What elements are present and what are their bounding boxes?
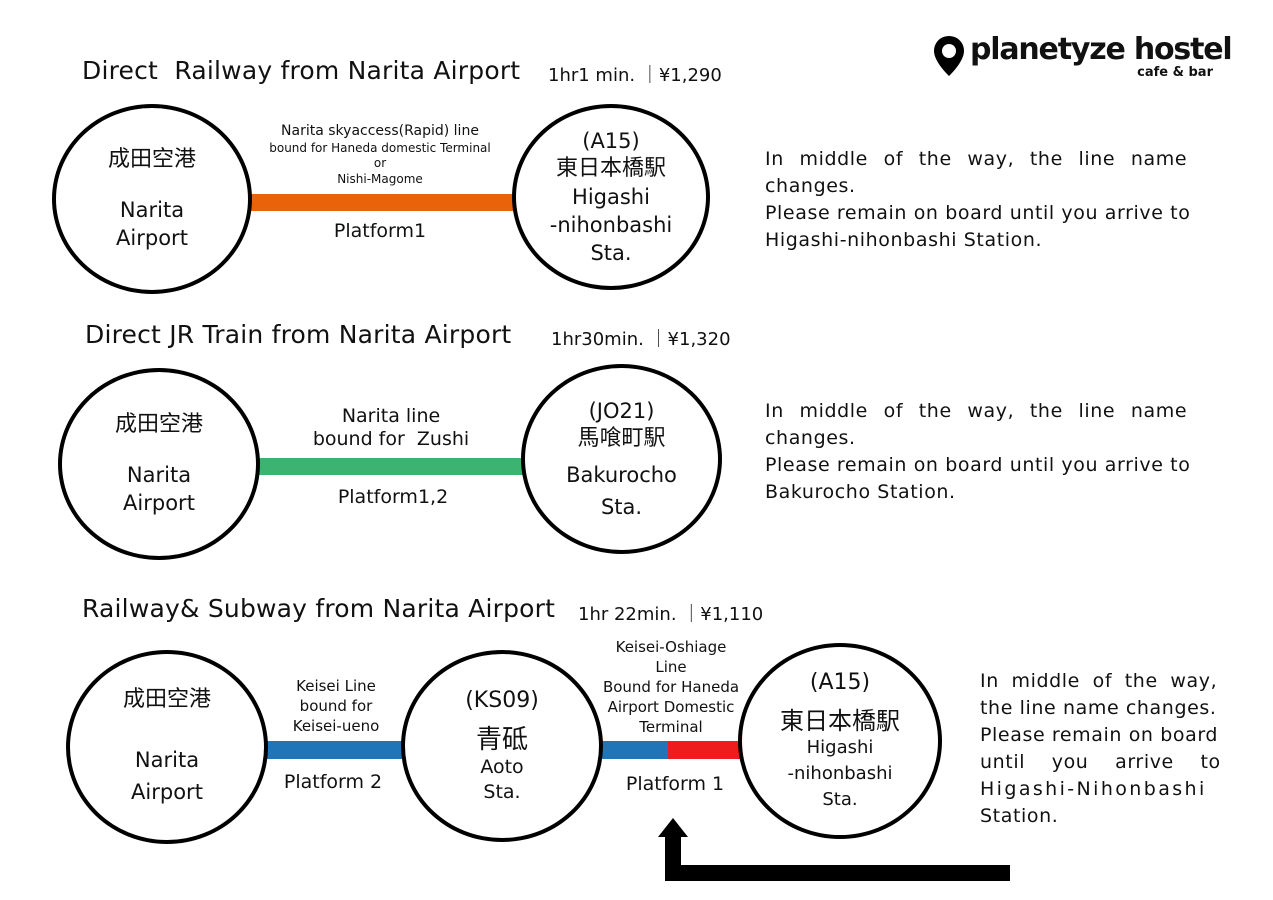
route-1-origin-station: 成田空港 Narita Airport: [52, 104, 252, 294]
route-2-origin-station: 成田空港 Narita Airport: [58, 368, 260, 560]
planetyze-logo: planetyze hostel cafe & bar: [932, 32, 1233, 82]
logo-tagline: cafe & bar: [1137, 65, 1213, 80]
route-3-note: In middle of the way, the line name chan…: [980, 670, 1221, 827]
route-1-line-label: Narita skyaccess(Rapid) line bound for H…: [269, 123, 491, 186]
route-3-title: Railway& Subway from Narita Airport: [82, 594, 556, 623]
route-1-dest-station: (A15) 東日本橋駅 Higashi -nihonbashi Sta.: [512, 104, 710, 290]
route-3-line2-label: Keisei-Oshiage Line Bound for Haneda Air…: [602, 638, 740, 736]
route-2-note: In middle of the way, the line name chan…: [765, 400, 1191, 503]
route-1-line-bar: [248, 194, 514, 211]
logo-name: planetyze hostel: [970, 32, 1233, 67]
route-3-meta: 1hr 22min. ｜¥1,110: [578, 604, 764, 625]
route-2-line-bar: [258, 458, 524, 475]
route-3-line2-bar-red: [668, 741, 742, 759]
route-3-line1-label: Keisei Line bound for Keisei-ueno: [292, 677, 380, 735]
route-3-line2-bar-blue: [600, 741, 668, 759]
route-2-meta: 1hr30min. ｜¥1,320: [551, 329, 731, 350]
route-3-origin-station: 成田空港 Narita Airport: [66, 650, 268, 844]
route-1-note: In middle of the way, the line name chan…: [765, 148, 1191, 251]
route-2-platform: Platform1,2: [337, 486, 449, 508]
route-3-mid-station: (KS09) 青砥 Aoto Sta.: [401, 650, 603, 842]
map-pin-icon: [934, 36, 964, 76]
route-3-line1-bar: [266, 741, 406, 759]
route-1-meta: 1hr1 min. ｜¥1,290: [548, 65, 722, 86]
route-2-title: Direct JR Train from Narita Airport: [85, 320, 512, 349]
route-3-line1-platform: Platform 2: [283, 771, 383, 793]
route-2-line-label: Narita line bound for Zushi: [312, 405, 470, 450]
route-3-line2-platform: Platform 1: [625, 773, 725, 795]
route-2-dest-station: (JO21) 馬喰町駅 Bakurocho Sta.: [521, 364, 722, 554]
transfer-arrow-icon: [658, 818, 1010, 881]
route-3-dest-station: (A15) 東日本橋駅 Higashi -nihonbashi Sta.: [738, 643, 942, 839]
route-1-platform: Platform1: [333, 220, 427, 242]
route-1-title: Direct Railway from Narita Airport: [82, 56, 521, 85]
